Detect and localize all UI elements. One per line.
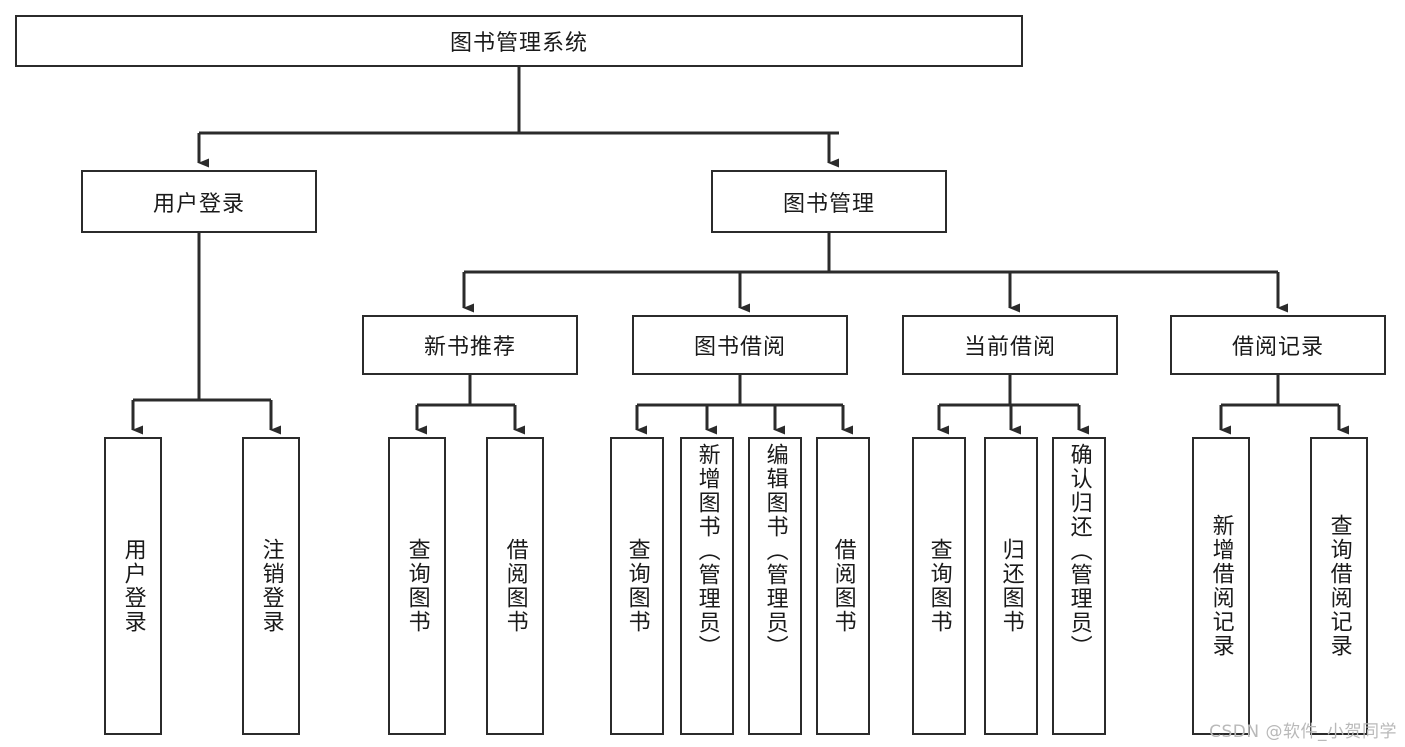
node-new-book-rec-label: 新书推荐 — [423, 335, 516, 360]
node-leaf-rec-add-record[interactable]: 新增借阅记录 — [1192, 437, 1250, 735]
node-leaf-cur-confirm-return[interactable]: 确认归还（管理员） — [1052, 437, 1106, 735]
node-leaf-cur-confirm-return-label: 确认归还（管理员） — [1066, 443, 1092, 659]
node-book-manage-label: 图书管理 — [782, 191, 875, 217]
node-leaf-rec-query-book[interactable]: 查询图书 — [388, 437, 446, 735]
node-leaf-borrow-edit-book-label: 编辑图书（管理员） — [762, 443, 788, 659]
node-leaf-user-login-label: 用户登录 — [120, 538, 146, 634]
node-user-login[interactable]: 用户登录 — [81, 170, 317, 233]
node-leaf-user-logout[interactable]: 注销登录 — [242, 437, 300, 735]
node-leaf-borrow-query-book-label: 查询图书 — [624, 538, 650, 634]
node-current-borrow[interactable]: 当前借阅 — [902, 315, 1118, 375]
node-leaf-borrow-edit-book[interactable]: 编辑图书（管理员） — [748, 437, 802, 735]
watermark: CSDN @软件_小贺同学 — [1209, 722, 1397, 742]
node-leaf-cur-query-book[interactable]: 查询图书 — [912, 437, 966, 735]
node-new-book-rec[interactable]: 新书推荐 — [362, 315, 578, 375]
node-user-login-label: 用户登录 — [152, 191, 245, 217]
node-leaf-borrow-query-book[interactable]: 查询图书 — [610, 437, 664, 735]
node-leaf-rec-query-record-label: 查询借阅记录 — [1326, 514, 1352, 658]
node-leaf-borrow-add-book[interactable]: 新增图书（管理员） — [680, 437, 734, 735]
node-leaf-cur-query-book-label: 查询图书 — [926, 538, 952, 634]
node-leaf-user-login[interactable]: 用户登录 — [104, 437, 162, 735]
node-leaf-rec-borrow-book-label: 借阅图书 — [502, 538, 528, 634]
node-leaf-cur-return-book-label: 归还图书 — [998, 538, 1024, 634]
node-book-borrow[interactable]: 图书借阅 — [632, 315, 848, 375]
node-leaf-borrow-borrow-book[interactable]: 借阅图书 — [816, 437, 870, 735]
node-root[interactable]: 图书管理系统 — [15, 15, 1023, 67]
node-borrow-record-label: 借阅记录 — [1231, 335, 1324, 360]
node-leaf-rec-add-record-label: 新增借阅记录 — [1208, 514, 1234, 658]
node-leaf-borrow-borrow-book-label: 借阅图书 — [830, 538, 856, 634]
node-leaf-borrow-add-book-label: 新增图书（管理员） — [694, 443, 720, 659]
node-leaf-cur-return-book[interactable]: 归还图书 — [984, 437, 1038, 735]
node-leaf-rec-query-record[interactable]: 查询借阅记录 — [1310, 437, 1368, 735]
node-leaf-rec-query-book-label: 查询图书 — [404, 538, 430, 634]
node-current-borrow-label: 当前借阅 — [963, 335, 1056, 360]
node-borrow-record[interactable]: 借阅记录 — [1170, 315, 1386, 375]
node-book-manage[interactable]: 图书管理 — [711, 170, 947, 233]
node-book-borrow-label: 图书借阅 — [693, 335, 786, 360]
node-root-label: 图书管理系统 — [449, 31, 588, 56]
node-leaf-rec-borrow-book[interactable]: 借阅图书 — [486, 437, 544, 735]
node-leaf-user-logout-label: 注销登录 — [258, 538, 284, 634]
